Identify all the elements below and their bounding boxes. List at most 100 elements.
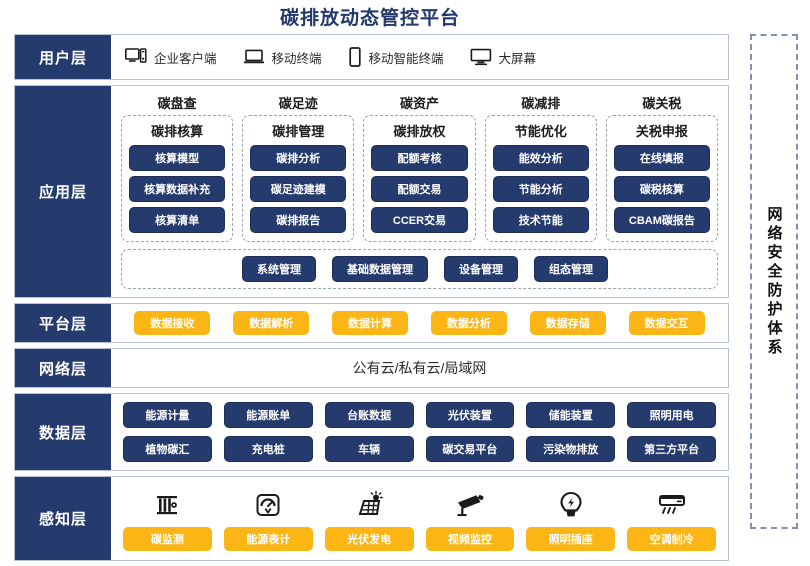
- app-item[interactable]: CCER交易: [371, 207, 468, 233]
- app-column-carbon-inventory: 碳盘查 碳排核算 核算模型 核算数据补充 核算清单: [121, 93, 234, 242]
- platform-item[interactable]: 数据计算: [332, 311, 409, 335]
- platform-item[interactable]: 数据存储: [529, 311, 606, 335]
- management-item[interactable]: 组态管理: [534, 256, 608, 282]
- data-item[interactable]: 能源计量: [123, 402, 212, 428]
- app-column-subtitle: 碳排放权: [393, 124, 446, 139]
- layer-network: 网络层 公有云/私有云/局域网: [14, 348, 729, 388]
- data-item[interactable]: 照明用电: [627, 402, 716, 428]
- diagram-canvas: 碳排放动态管控平台 用户层: [14, 8, 798, 561]
- sensing-item-label[interactable]: 光伏发电: [324, 527, 414, 551]
- data-item[interactable]: 能源账单: [223, 402, 313, 428]
- data-item[interactable]: 第三方平台: [627, 436, 716, 462]
- app-item[interactable]: 在线填报: [613, 145, 711, 171]
- data-item[interactable]: 光伏装置: [425, 402, 515, 428]
- user-item-enterprise-client[interactable]: 企业客户端: [125, 48, 217, 67]
- user-item-label: 大屏幕: [498, 51, 537, 66]
- user-item-mobile-terminal[interactable]: 移动终端: [243, 48, 322, 67]
- app-column-carbon-asset: 碳资产 碳排放权 配额考核 配额交易 CCER交易: [363, 93, 476, 242]
- app-column-title: 碳足迹: [278, 96, 318, 111]
- energy-meter-icon: [253, 485, 283, 525]
- layer-data-body: 能源计量 能源账单 台账数据 光伏装置 储能装置 照明用电 植物碳汇 充电桩 车…: [111, 394, 728, 470]
- desktop-tower-icon: [125, 48, 147, 66]
- data-item[interactable]: 植物碳汇: [123, 436, 212, 462]
- management-item[interactable]: 设备管理: [444, 256, 518, 282]
- layer-platform-body: 数据接收 数据解析 数据计算 数据分析 数据存储 数据交互: [111, 304, 728, 342]
- app-column-carbon-reduction: 碳减排 节能优化 能效分析 节能分析 技术节能: [484, 93, 597, 242]
- app-column-box: 碳排放权 配额考核 配额交易 CCER交易: [363, 115, 476, 242]
- app-column-title: 碳关税: [642, 96, 682, 111]
- layer-network-body: 公有云/私有云/局域网: [111, 349, 728, 387]
- layer-user-label: 用户层: [15, 35, 111, 79]
- data-item[interactable]: 污染物排放: [526, 436, 616, 462]
- app-item[interactable]: 核算模型: [129, 145, 226, 171]
- page-title: 碳排放动态管控平台: [279, 8, 460, 29]
- layer-sensing-label: 感知层: [15, 477, 111, 560]
- app-item[interactable]: 碳税核算: [613, 176, 711, 202]
- app-item[interactable]: 碳排报告: [250, 207, 347, 233]
- app-item[interactable]: 碳足迹建模: [250, 176, 347, 202]
- app-column-carbon-tariff: 碳关税 关税申报 在线填报 碳税核算 CBAM碳报告: [605, 93, 719, 242]
- user-item-label: 移动智能终端: [368, 51, 444, 66]
- layer-platform: 平台层 数据接收 数据解析 数据计算 数据分析 数据存储 数据交互: [14, 303, 729, 343]
- sensing-item-label[interactable]: 碳监测: [123, 527, 212, 551]
- app-column-subtitle: 碳排核算: [151, 124, 204, 139]
- layer-user-body: 企业客户端 移动终端: [111, 35, 728, 79]
- data-item[interactable]: 充电桩: [223, 436, 313, 462]
- layer-application-label: 应用层: [15, 86, 111, 297]
- air-conditioner-icon: [656, 485, 688, 525]
- layer-network-label: 网络层: [15, 349, 111, 387]
- data-item[interactable]: 台账数据: [324, 402, 414, 428]
- layer-sensing-body: 碳监测 能源表计 光伏发电 视频监控 照明插座 空调制冷: [111, 477, 728, 560]
- app-column-box: 关税申报 在线填报 碳税核算 CBAM碳报告: [605, 115, 719, 242]
- app-item[interactable]: 配额交易: [371, 176, 468, 202]
- app-column-subtitle: 碳排管理: [272, 124, 325, 139]
- app-item[interactable]: CBAM碳报告: [613, 207, 711, 233]
- app-column-box: 碳排管理 碳排分析 碳足迹建模 碳排报告: [242, 115, 355, 242]
- app-column-carbon-footprint: 碳足迹 碳排管理 碳排分析 碳足迹建模 碳排报告: [242, 93, 355, 242]
- app-column-box: 碳排核算 核算模型 核算数据补充 核算清单: [121, 115, 234, 242]
- app-item[interactable]: 技术节能: [492, 207, 589, 233]
- app-item[interactable]: 核算数据补充: [129, 176, 226, 202]
- layer-application-body: 碳盘查 碳排核算 核算模型 核算数据补充 核算清单 碳足迹 碳排管理 碳排分析: [111, 86, 728, 297]
- sensing-item-label[interactable]: 照明插座: [526, 527, 616, 551]
- user-item-smart-mobile-terminal[interactable]: 移动智能终端: [348, 47, 444, 67]
- layer-application: 应用层 碳盘查 碳排核算 核算模型 核算数据补充 核算清单 碳足迹: [14, 85, 729, 298]
- app-item[interactable]: 碳排分析: [250, 145, 347, 171]
- data-item[interactable]: 储能装置: [526, 402, 616, 428]
- sensing-item-label[interactable]: 空调制冷: [627, 527, 716, 551]
- layer-stack: 用户层 企业客户端: [14, 34, 729, 566]
- data-item[interactable]: 车辆: [324, 436, 414, 462]
- large-screen-icon: [470, 48, 492, 66]
- management-item[interactable]: 基础数据管理: [332, 256, 428, 282]
- layer-user: 用户层 企业客户端: [14, 34, 729, 80]
- sensing-item-label[interactable]: 视频监控: [425, 527, 515, 551]
- user-item-large-screen[interactable]: 大屏幕: [470, 48, 537, 67]
- layer-data-label: 数据层: [15, 394, 111, 470]
- platform-item[interactable]: 数据接收: [134, 311, 211, 335]
- laptop-icon: [243, 48, 265, 66]
- network-text: 公有云/私有云/局域网: [352, 360, 487, 376]
- carbon-monitor-icon: [152, 485, 182, 525]
- security-column: 网络安全防护体系: [750, 34, 798, 529]
- cctv-camera-icon: [454, 485, 486, 525]
- data-item[interactable]: 碳交易平台: [425, 436, 515, 462]
- app-item[interactable]: 核算清单: [129, 207, 226, 233]
- platform-item[interactable]: 数据分析: [430, 311, 507, 335]
- management-item[interactable]: 系统管理: [242, 256, 316, 282]
- app-item[interactable]: 节能分析: [492, 176, 589, 202]
- management-row: 系统管理 基础数据管理 设备管理 组态管理: [121, 249, 718, 289]
- app-column-title: 碳资产: [400, 96, 440, 111]
- layer-data: 数据层 能源计量 能源账单 台账数据 光伏装置 储能装置 照明用电 植物碳汇 充…: [14, 393, 729, 471]
- app-item[interactable]: 配额考核: [371, 145, 468, 171]
- app-item[interactable]: 能效分析: [492, 145, 589, 171]
- app-column-box: 节能优化 能效分析 节能分析 技术节能: [484, 115, 597, 242]
- platform-item[interactable]: 数据解析: [233, 311, 310, 335]
- app-column-subtitle: 节能优化: [514, 124, 567, 139]
- light-bulb-icon: [558, 485, 584, 525]
- sensing-item-label[interactable]: 能源表计: [223, 527, 313, 551]
- app-column-title: 碳减排: [521, 96, 561, 111]
- platform-item[interactable]: 数据交互: [628, 311, 705, 335]
- solar-panel-icon: [353, 485, 385, 525]
- layer-platform-label: 平台层: [15, 304, 111, 342]
- app-column-title: 碳盘查: [157, 96, 197, 111]
